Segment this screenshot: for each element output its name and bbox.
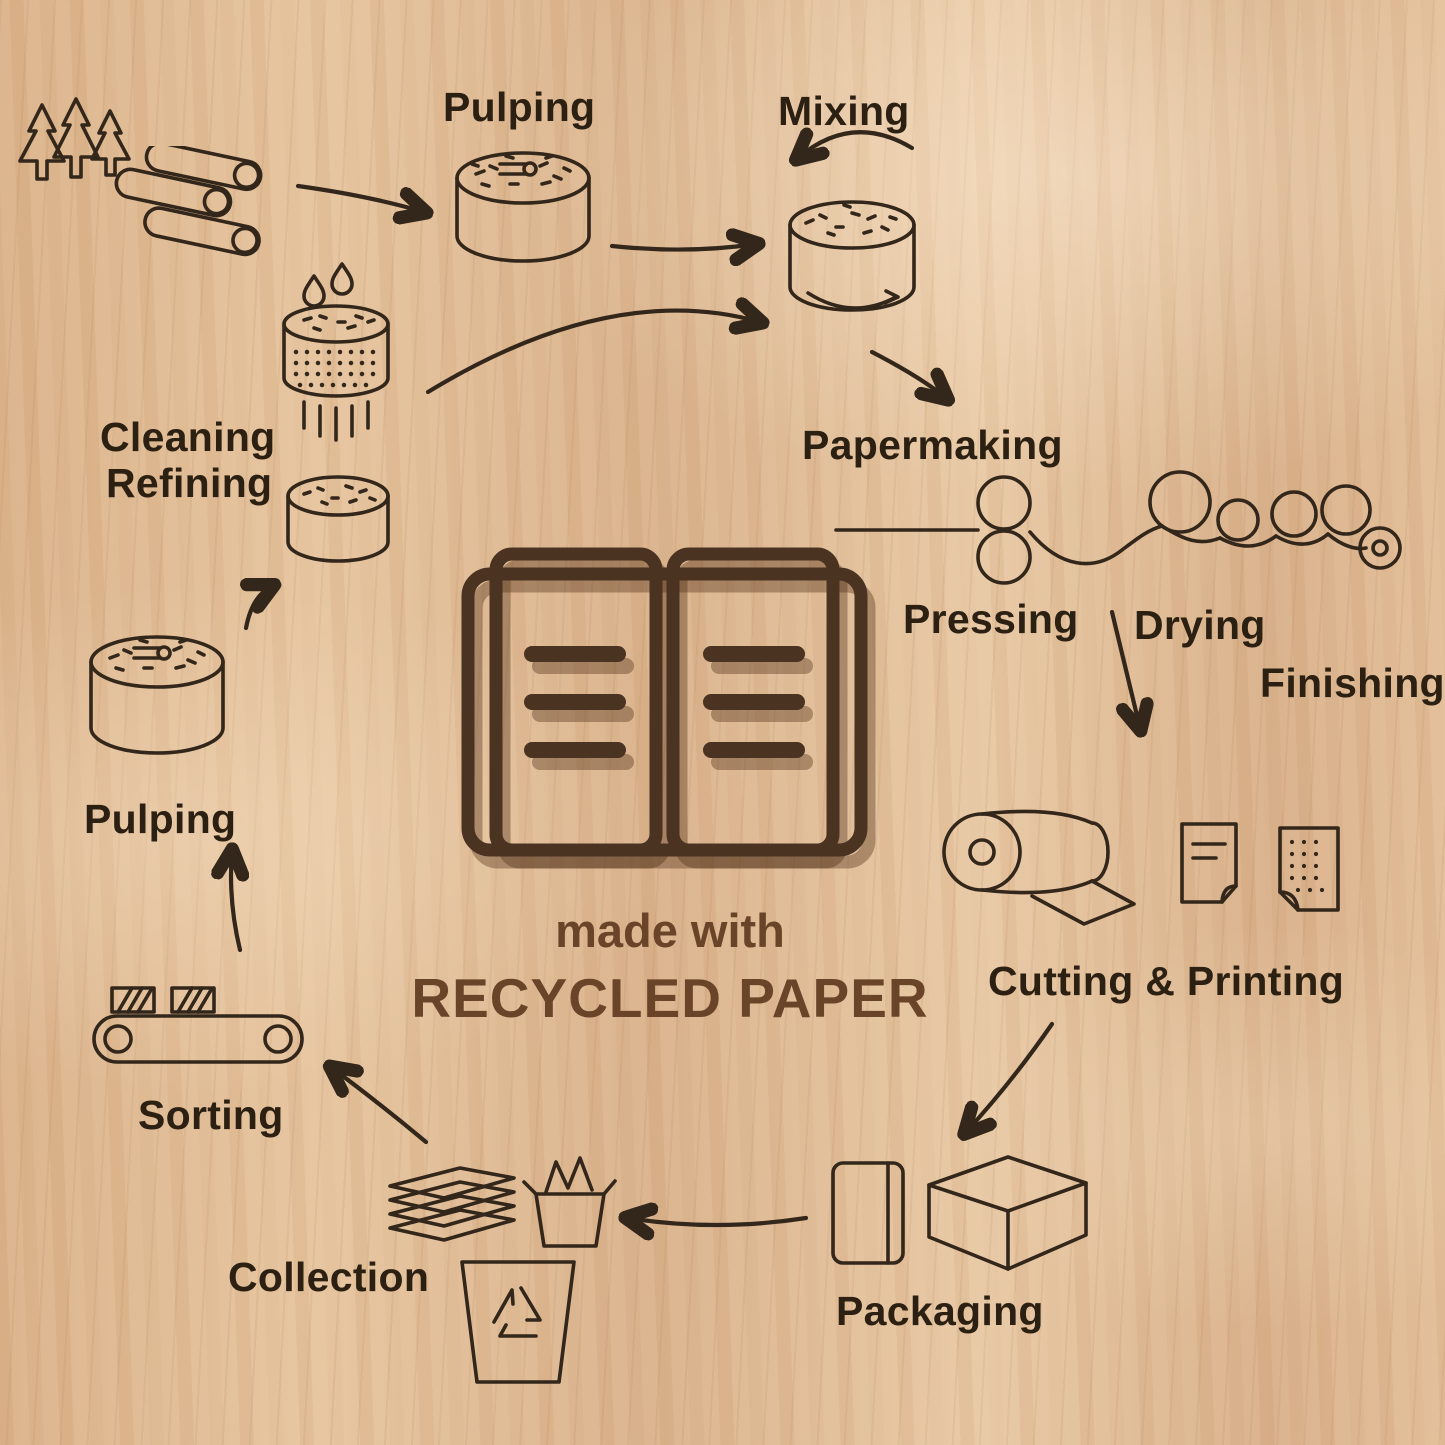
recycled-paper-text: RECYCLED PAPER — [411, 967, 929, 1029]
label-cutting-printing: Cutting & Printing — [988, 958, 1345, 1004]
label-collection: Collection — [228, 1254, 430, 1300]
paper-roll-icon — [942, 809, 1136, 926]
label-cleaning: Cleaning — [100, 414, 276, 460]
label-pulping-left: Pulping — [84, 796, 237, 842]
paper-stack-icon — [388, 1166, 516, 1242]
label-pressing: Pressing — [903, 596, 1079, 642]
pulping-left-vat-icon — [89, 635, 225, 755]
label-sorting: Sorting — [138, 1092, 284, 1138]
collection-box-icon — [522, 1156, 617, 1248]
sorting-conveyor-icon — [92, 986, 304, 1064]
shipping-box-icon — [927, 1155, 1088, 1271]
papermaking-machine-icon — [834, 470, 1402, 585]
packaged-book-icon — [831, 1161, 905, 1265]
label-packaging: Packaging — [836, 1288, 1044, 1334]
label-pulping-top: Pulping — [443, 84, 596, 130]
label-refining: Refining — [106, 460, 273, 506]
label-papermaking: Papermaking — [802, 422, 1063, 468]
wood-logs-icon — [114, 146, 263, 257]
label-mixing: Mixing — [778, 88, 910, 134]
mixing-vat-icon — [788, 200, 916, 312]
recycle-bin-icon — [460, 1260, 576, 1384]
printed-sheets-icon — [1180, 822, 1340, 912]
pulping-vat-icon — [455, 151, 591, 263]
trees-icon — [18, 97, 131, 181]
made-with-text: made with — [555, 904, 785, 957]
label-drying: Drying — [1134, 602, 1266, 648]
label-finishing: Finishing — [1260, 660, 1445, 706]
refining-vat-icon — [286, 475, 390, 563]
open-book-icon — [452, 540, 877, 890]
cleaning-sieve-icon — [282, 262, 390, 442]
